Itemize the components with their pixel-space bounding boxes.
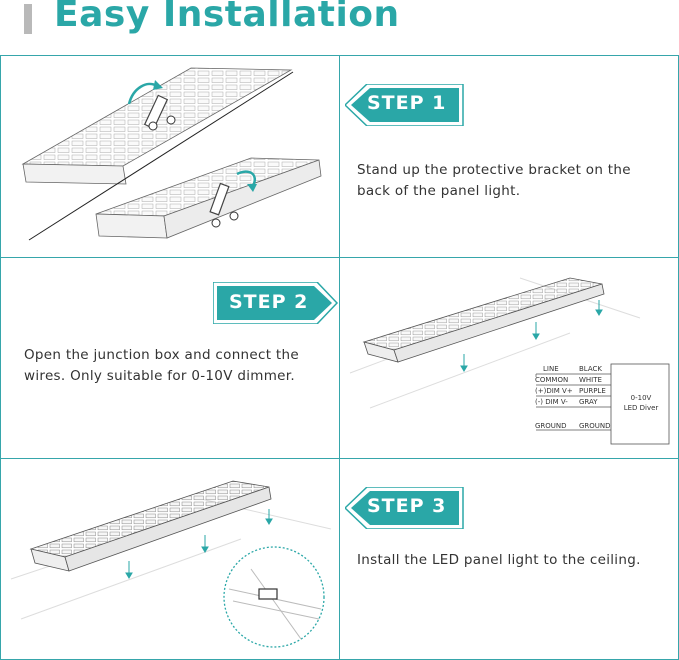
step2-label: STEP 2 bbox=[229, 291, 309, 313]
driver-box-label: 0-10V LED Diver bbox=[612, 393, 670, 413]
step2-description: Open the junction box and connect the wi… bbox=[24, 347, 299, 384]
step3-description: Install the LED panel light to the ceili… bbox=[357, 552, 641, 568]
wire-from: (+)DIM V+ bbox=[535, 387, 573, 395]
bracket-icon bbox=[127, 80, 176, 131]
wire-from: LINE bbox=[543, 365, 559, 373]
wire-to: PURPLE bbox=[579, 387, 606, 395]
wire-from: GROUND bbox=[535, 422, 567, 430]
step1-label: STEP 1 bbox=[367, 92, 447, 114]
step1-illustration bbox=[21, 67, 322, 241]
wire-to: GROUND bbox=[579, 422, 611, 430]
step2-ribbon bbox=[213, 282, 339, 324]
step1-description: Stand up the protective bracket on the b… bbox=[357, 162, 631, 199]
wire-to: BLACK bbox=[579, 365, 603, 373]
wire-from: (-) DIM V- bbox=[535, 398, 568, 406]
wire-to: GRAY bbox=[579, 398, 598, 406]
step1-ribbon bbox=[345, 84, 465, 126]
title-accent-bar bbox=[24, 4, 32, 34]
driver-line1: 0-10V bbox=[630, 394, 652, 402]
page-title: Easy Installation bbox=[54, 0, 400, 35]
wire-from: COMMON bbox=[535, 376, 569, 384]
wire-to: WHITE bbox=[579, 376, 602, 384]
step3-ribbon bbox=[345, 487, 465, 529]
step2-illustration bbox=[349, 277, 670, 445]
wiring-diagram bbox=[535, 363, 670, 445]
step3-label: STEP 3 bbox=[367, 495, 447, 517]
step3-illustration bbox=[10, 480, 332, 648]
driver-line2: LED Diver bbox=[623, 404, 659, 412]
